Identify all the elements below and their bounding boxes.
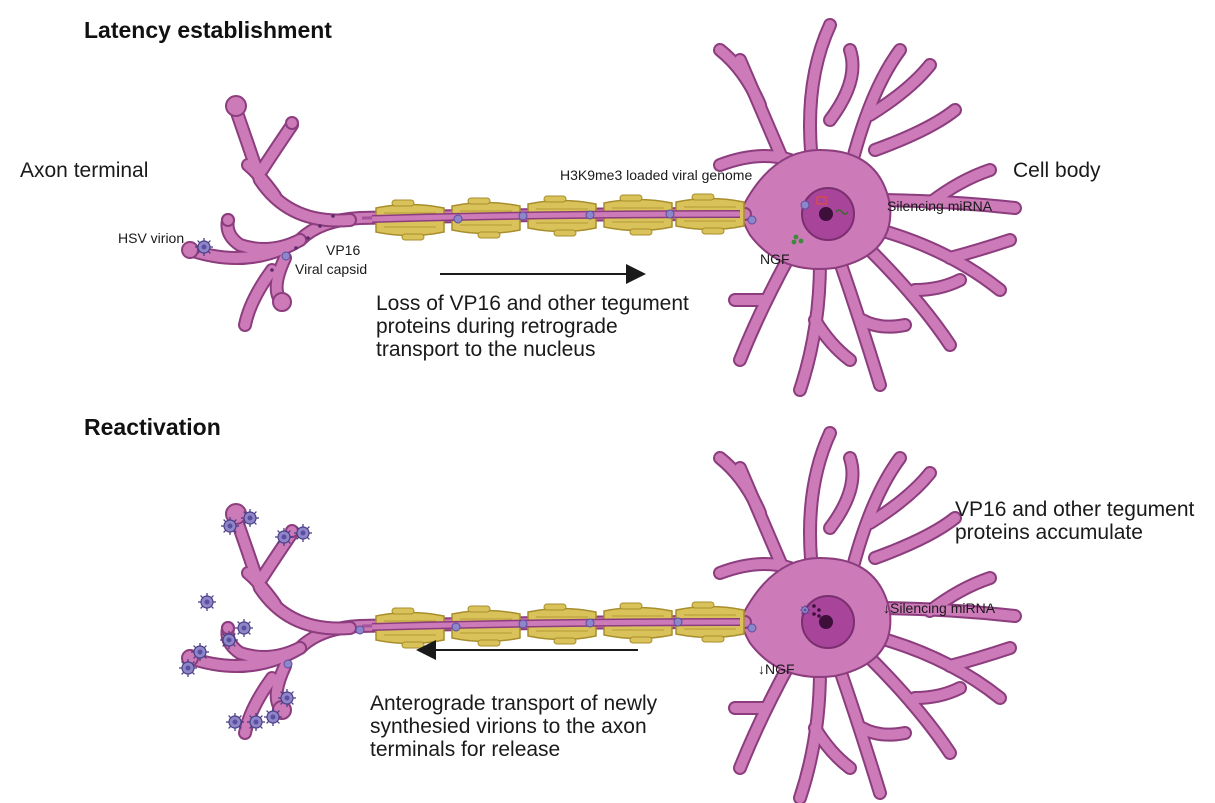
cell-body-label: Cell body xyxy=(1013,159,1101,182)
hsv-virion-icon xyxy=(195,238,213,256)
reactivation-title: Reactivation xyxy=(84,414,221,440)
axon-terminal-label: Axon terminal xyxy=(20,159,148,182)
accumulate-line-1: VP16 and other tegument xyxy=(955,498,1195,521)
anterograde-line-2: synthesied virions to the axon xyxy=(370,715,647,738)
ngf-label: NGF xyxy=(760,251,790,267)
transport-line-2: proteins during retrograde xyxy=(376,315,618,338)
latency-panel: Latency establishment xyxy=(20,17,1101,390)
anterograde-line-1: Anterograde transport of newly xyxy=(370,692,658,715)
silencing-mirna-label: ↓Silencing miRNA xyxy=(883,600,996,616)
hsv-virion-label: HSV virion xyxy=(118,230,184,246)
latency-title: Latency establishment xyxy=(84,17,332,43)
anterograde-line-3: terminals for release xyxy=(370,738,560,761)
accumulate-line-2: proteins accumulate xyxy=(955,521,1143,544)
transport-line-3: transport to the nucleus xyxy=(376,338,595,361)
ngf-label: ↓NGF xyxy=(758,661,795,677)
vp16-label: VP16 xyxy=(326,242,360,258)
h3k9me3-label: H3K9me3 loaded viral genome xyxy=(560,167,752,183)
silencing-mirna-label: Silencing miRNA xyxy=(887,198,993,214)
transport-line-1: Loss of VP16 and other tegument xyxy=(376,292,689,315)
viral-capsid-label: Viral capsid xyxy=(295,261,367,277)
reactivation-panel: Reactivation xyxy=(84,414,1195,798)
